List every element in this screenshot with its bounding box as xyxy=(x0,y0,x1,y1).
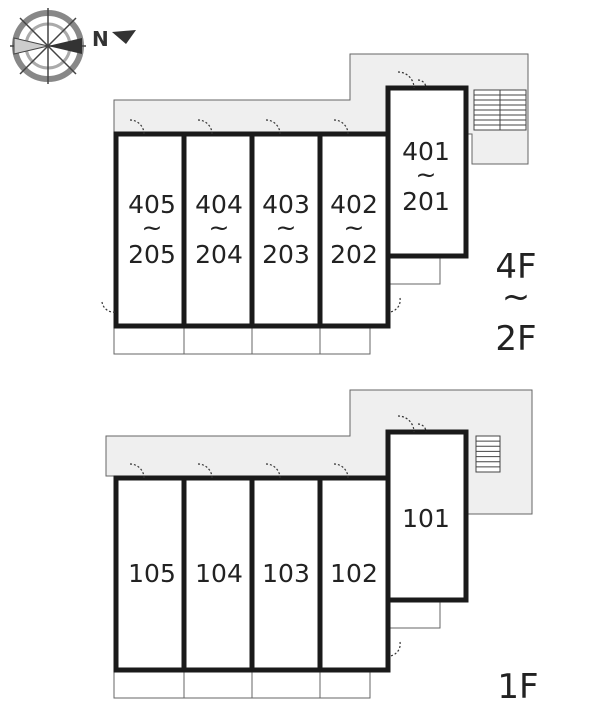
upper-floor-plan xyxy=(101,53,529,355)
svg-text:4F: 4F xyxy=(495,247,536,287)
svg-text:201: 201 xyxy=(402,187,450,216)
unit-101-room xyxy=(385,429,469,603)
svg-text:~: ~ xyxy=(502,277,531,317)
svg-text:204: 204 xyxy=(195,240,243,269)
svg-text:401: 401 xyxy=(402,137,450,166)
north-arrow-icon xyxy=(112,30,136,44)
ground-stairs xyxy=(475,435,501,473)
unit-101-label: 101 xyxy=(402,504,450,533)
ground-floor-label: 1F xyxy=(497,667,538,707)
svg-text:~: ~ xyxy=(416,160,437,189)
unit-403-label: 403 ~ 203 xyxy=(262,190,310,269)
unit-103-label: 103 xyxy=(262,559,310,588)
svg-text:402: 402 xyxy=(330,190,378,219)
compass-north-label: N xyxy=(92,27,109,51)
compass-rose-icon xyxy=(10,8,86,84)
unit-104-label: 104 xyxy=(195,559,243,588)
unit-105-label: 105 xyxy=(128,559,176,588)
svg-text:2F: 2F xyxy=(495,319,536,359)
upper-stairs xyxy=(473,89,527,131)
svg-text:~: ~ xyxy=(209,213,230,242)
unit-105-room xyxy=(113,475,187,673)
unit-403-room xyxy=(249,131,323,329)
upper-floor-label: 4F ~ 2F xyxy=(495,247,536,359)
unit-404-label: 404 ~ 204 xyxy=(195,190,243,269)
svg-text:~: ~ xyxy=(344,213,365,242)
svg-text:205: 205 xyxy=(128,240,176,269)
svg-text:~: ~ xyxy=(276,213,297,242)
unit-402-label: 402 ~ 202 xyxy=(330,190,378,269)
ground-floor-plan xyxy=(105,389,533,699)
svg-text:404: 404 xyxy=(195,190,243,219)
unit-401-label: 401 ~ 201 xyxy=(402,137,450,216)
unit-405-label: 405 ~ 205 xyxy=(128,190,176,269)
svg-text:~: ~ xyxy=(142,213,163,242)
unit-401-room xyxy=(385,85,469,259)
svg-text:202: 202 xyxy=(330,240,378,269)
unit-102-label: 102 xyxy=(330,559,378,588)
svg-text:203: 203 xyxy=(262,240,310,269)
svg-text:405: 405 xyxy=(128,190,176,219)
svg-text:403: 403 xyxy=(262,190,310,219)
unit-405-room xyxy=(113,131,187,329)
